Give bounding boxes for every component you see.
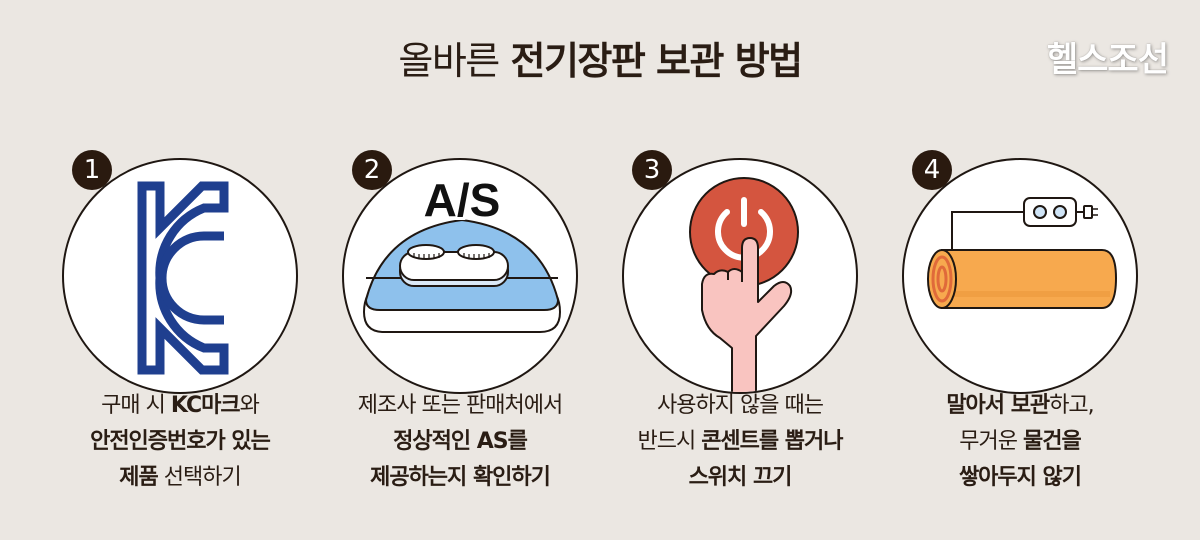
step-caption: 제조사 또는 판매처에서 정상적인 AS를 제공하는지 확인하기	[302, 388, 618, 496]
step-illustration: A/S	[342, 158, 578, 394]
caption-line: 정상적인 AS를	[393, 429, 528, 454]
caption-line: 반드시 콘센트를 뽑거나	[637, 429, 843, 454]
step-caption: 말아서 보관하고, 무거운 물건을 쌓아두지 않기	[862, 388, 1178, 496]
caption-line: 무거운 물건을	[959, 429, 1081, 454]
electric-pad-controller-icon: A/S	[362, 171, 562, 333]
page-title: 올바른 전기장판 보관 방법	[0, 30, 1200, 85]
caption-line: 구매 시 KC마크와	[101, 393, 260, 418]
caption-line: 안전인증번호가 있는	[90, 429, 271, 454]
caption-line: 쌓아두지 않기	[958, 465, 1082, 490]
step-number-badge: 1	[72, 150, 112, 190]
caption-line: 제조사 또는 판매처에서	[357, 393, 563, 418]
step-caption: 사용하지 않을 때는 반드시 콘센트를 뽑거나 스위치 끄기	[582, 388, 898, 496]
step-caption: 구매 시 KC마크와 안전인증번호가 있는 제품 선택하기	[22, 388, 338, 496]
caption-line: 말아서 보관하고,	[946, 393, 1094, 418]
caption-line: 스위치 끄기	[688, 465, 793, 490]
title-light: 올바른	[398, 39, 500, 83]
step-illustration	[902, 158, 1138, 394]
power-button-press-icon	[689, 177, 799, 392]
brand-logo: 헬스조선	[1046, 40, 1169, 80]
caption-line: 사용하지 않을 때는	[657, 393, 824, 418]
rolled-pad-icon	[927, 197, 1118, 309]
svg-text:A/S: A/S	[424, 174, 501, 226]
step-illustration	[622, 158, 858, 394]
step-number-badge: 3	[632, 150, 672, 190]
step-number-badge: 4	[912, 150, 952, 190]
step-number-badge: 2	[352, 150, 392, 190]
title-bold: 전기장판 보관 방법	[510, 39, 803, 83]
step-illustration	[62, 158, 298, 394]
caption-line: 제공하는지 확인하기	[370, 465, 551, 490]
kc-mark-icon	[137, 181, 229, 375]
caption-line: 제품 선택하기	[119, 465, 241, 490]
